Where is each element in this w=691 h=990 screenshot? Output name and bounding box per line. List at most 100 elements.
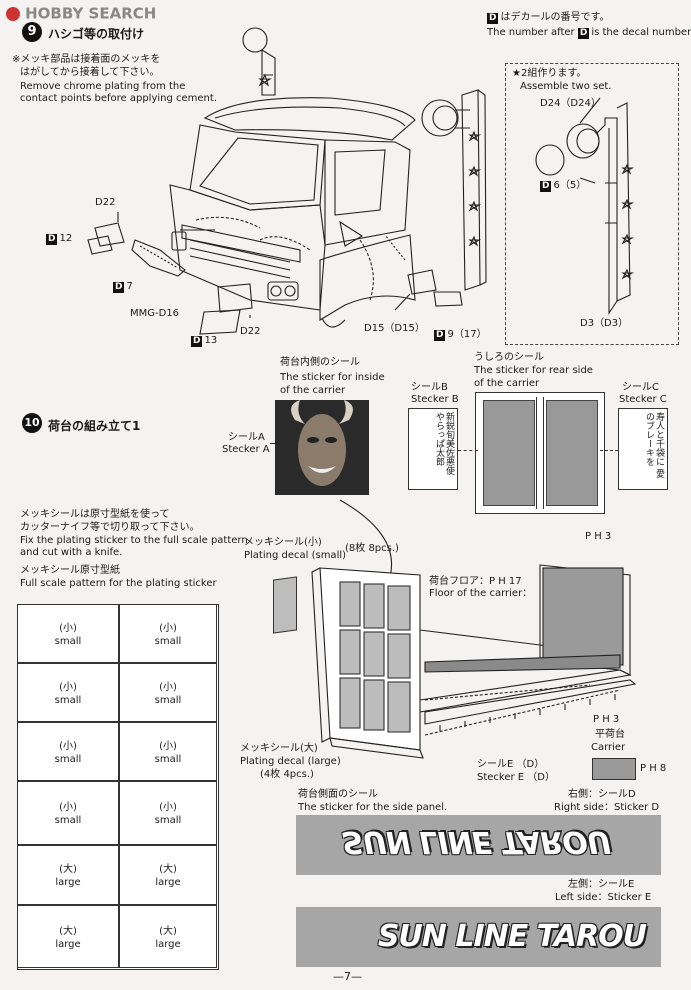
decal-marker-icon: D (577, 28, 590, 39)
watermark-logo: HOBBY SEARCH (6, 3, 156, 23)
plating-note-en-1: Fix the plating sticker to the full scal… (20, 535, 248, 546)
rear-sticker-en-1: The sticker for rear side (474, 365, 593, 376)
pattern-cell-small: (小)small (119, 663, 217, 722)
assemble-two-set-box (505, 63, 679, 345)
assemble-note-jp: ★2組作ります。 (512, 68, 587, 79)
sticker-e-text: SUN LINE TAROU (377, 919, 647, 954)
ph8: P H 8 (640, 763, 667, 774)
floor-jp: 荷台フロア：P H 17 (429, 576, 522, 587)
seal-a-leader (270, 443, 278, 444)
pattern-cell-jp: (小) (59, 623, 77, 634)
right-side-jp: 右側：シールD (568, 789, 636, 800)
plating-large-jp: メッキシール(大) (240, 743, 318, 754)
left-side-en: Left side：Sticker E (555, 892, 652, 903)
pattern-cell-en: small (54, 754, 82, 765)
pattern-cell-en: small (54, 815, 82, 826)
seal-c-en: Stecker C (619, 394, 667, 405)
pattern-cell-jp: (小) (59, 741, 77, 752)
pattern-cell-en: small (154, 815, 182, 826)
plating-small-count: (8枚 8pcs.) (345, 543, 399, 554)
pattern-cell-en: small (154, 754, 182, 765)
chrome-note-jp-2: はがしてから接着して下さい。 (20, 67, 160, 78)
sticker-d-text: SUN LINE TAROU (341, 824, 611, 859)
pattern-cell-en: small (54, 636, 82, 647)
ph3-bottom: P H 3 (593, 714, 620, 725)
seal-c-leader (600, 450, 618, 452)
plating-small-jp: メッキシール(小) (244, 537, 322, 548)
pattern-cell-large: (大)large (119, 905, 217, 968)
plating-note-jp-2: カッターナイフ等で切り取って下さい。 (20, 522, 200, 533)
seal-c-sticker: 寿人と千袋に 愛のブレーキを (618, 408, 668, 490)
right-side-en: Right side：Sticker D (554, 802, 660, 813)
pattern-cell-jp: (小) (159, 741, 177, 752)
mirror-icon (242, 27, 268, 53)
pattern-cell-jp: (小) (59, 802, 77, 813)
pattern-cell-small: (小)small (119, 604, 217, 663)
pattern-cell-en: small (54, 695, 82, 706)
inside-sticker-jp: 荷台内側のシール (280, 357, 360, 368)
pattern-cell-jp: (大) (59, 864, 77, 875)
decal-marker-icon: D (540, 181, 552, 192)
chrome-note-jp-1: ※メッキ部品は接着面のメッキを (12, 54, 161, 65)
plating-note-en-2: and cut with a knife. (20, 547, 123, 558)
pattern-cell-jp: (大) (159, 864, 177, 875)
left-side-jp: 左側：シールE (568, 879, 635, 890)
chrome-note-en-1: Remove chrome plating from the (20, 81, 186, 92)
sticker-d-banner: SUN LINE TAROU (296, 815, 661, 875)
watermark-icon (6, 6, 20, 21)
rear-sticker-en-2: of the carrier (474, 378, 540, 389)
step10-number: 10 (22, 413, 42, 433)
side-panel-en: The sticker for the side panel. (298, 802, 448, 813)
step10-title: 荷台の組み立て1 (48, 419, 141, 433)
sticker-e-banner: SUN LINE TAROU (296, 907, 661, 967)
work-light-icon (421, 99, 459, 137)
plating-small-en: Plating decal (small) (244, 550, 347, 561)
pattern-cell-large: (大)large (119, 845, 217, 905)
pattern-cell-jp: (小) (59, 682, 77, 693)
seal-b-en: Stecker B (411, 394, 459, 405)
decal-marker-icon: D (113, 282, 125, 293)
pattern-cell-en: small (154, 695, 182, 706)
pattern-cell-small: (小) small (17, 722, 119, 781)
label-mmg-d16: MMG-D16 (130, 308, 180, 319)
seal-b-jp: シールB (411, 382, 448, 393)
decal-marker-icon: D (46, 234, 58, 245)
pattern-cell-small: (小) small (17, 781, 119, 845)
seal-a-jp: シールA (228, 432, 265, 443)
pattern-cell-large: (大)large (17, 905, 119, 968)
plating-large-count: (4枚 4pcs.) (260, 769, 314, 780)
side-panel-jp: 荷台側面のシール (298, 789, 378, 800)
seal-b-sticker: 新鋭旬美佐悪使 やらっぱ太郎 (408, 408, 458, 490)
seal-a-en: Stecker A (222, 444, 270, 455)
hannya-mask-icon (291, 400, 353, 486)
seal-e-en: Stecker E （D） (477, 772, 555, 783)
carrier-color-swatch (592, 758, 636, 780)
assemble-note-en: Assemble two set. (520, 81, 612, 92)
pattern-cell-small: (小) small (119, 781, 217, 845)
inside-sticker-en-1: The sticker for inside (280, 372, 385, 383)
hannya-mask-sticker (275, 400, 369, 495)
pattern-cell-jp: (小) (159, 802, 177, 813)
label-d22-bottom: D22 (240, 326, 261, 337)
carrier-illustration (311, 499, 637, 759)
pattern-title-en: Full scale pattern for the plating stick… (20, 578, 217, 589)
pattern-cell-small: (小) small (17, 604, 119, 663)
inside-sticker-en-2: of the carrier (280, 385, 346, 396)
watermark-text: HOBBY SEARCH (25, 4, 157, 23)
pattern-cell-en: small (154, 636, 182, 647)
label-d22-top: D22 (95, 197, 116, 208)
decal-marker-icon: D (487, 13, 499, 24)
rear-sticker-jp: うしろのシール (474, 352, 544, 363)
pattern-cell-jp: (大) (159, 926, 177, 937)
seal-c-jp: シールC (622, 382, 659, 393)
ladder-detail-illustration (535, 97, 635, 315)
label-d15: D15（D15） (364, 323, 425, 334)
page-number: —7— (333, 970, 362, 983)
pattern-cell-small: (小) small (119, 722, 217, 781)
step9-number: 9 (22, 22, 42, 42)
